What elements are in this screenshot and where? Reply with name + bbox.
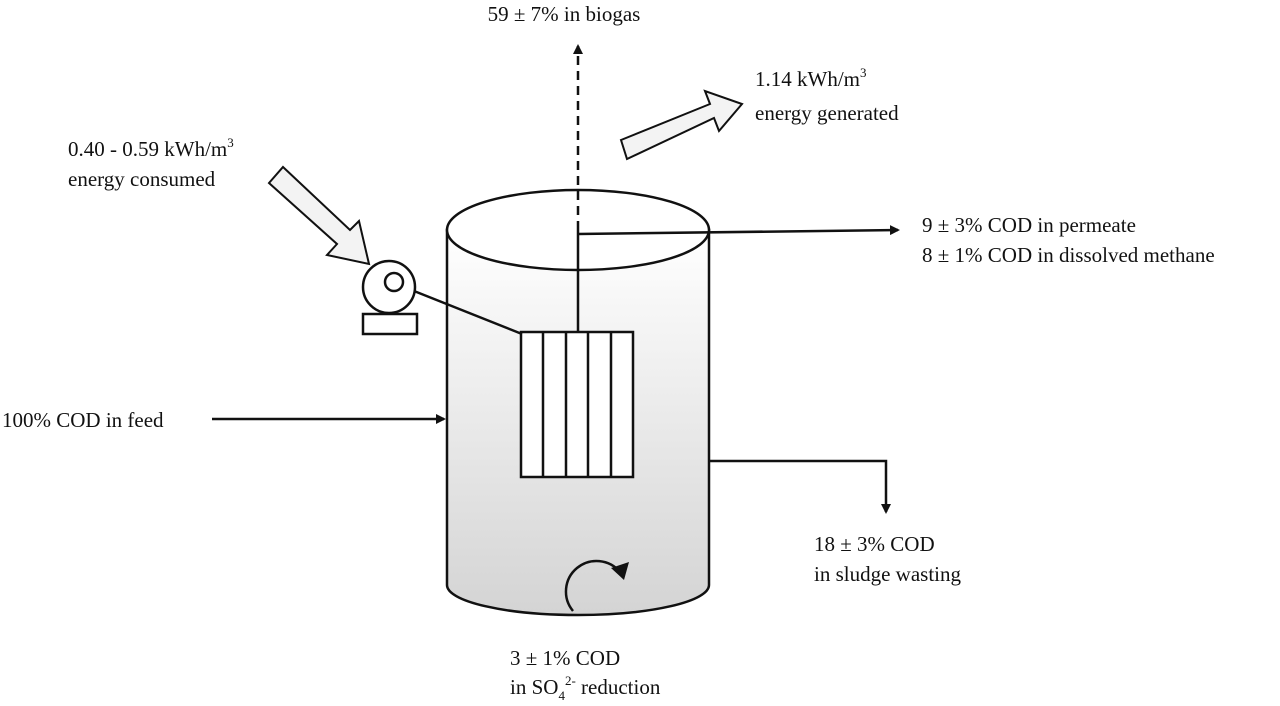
label-sulfate: 3 ± 1% COD bbox=[510, 646, 620, 670]
membrane-module bbox=[519, 330, 635, 479]
label-sulfate-text: in SO42- reduction bbox=[510, 673, 661, 703]
pump-membrane-line bbox=[413, 289, 523, 336]
pump bbox=[361, 259, 419, 336]
sludge-arrow bbox=[709, 459, 891, 514]
energy-generated-block-arrow bbox=[619, 89, 744, 161]
label-biogas: 59 ± 7% in biogas bbox=[488, 2, 641, 26]
pump-base bbox=[361, 312, 419, 336]
label-energy-generated-text: energy generated bbox=[755, 101, 899, 125]
label-dissolved-methane: 8 ± 1% COD in dissolved methane bbox=[922, 243, 1215, 267]
label-feed: 100% COD in feed bbox=[2, 408, 164, 432]
label-energy-consumed: 0.40 - 0.59 kWh/m3 bbox=[68, 135, 234, 161]
mixing-rotation-icon bbox=[564, 559, 629, 612]
label-permeate: 9 ± 3% COD in permeate bbox=[922, 213, 1136, 237]
label-energy-consumed-text: energy consumed bbox=[68, 167, 216, 191]
label-sludge-text: in sludge wasting bbox=[814, 562, 961, 586]
label-sludge: 18 ± 3% COD bbox=[814, 532, 935, 556]
permeate-arrow bbox=[577, 225, 900, 236]
pump-impeller bbox=[383, 271, 405, 293]
energy-consumed-block-arrow bbox=[267, 165, 371, 266]
label-energy-generated: 1.14 kWh/m3 bbox=[755, 65, 867, 91]
